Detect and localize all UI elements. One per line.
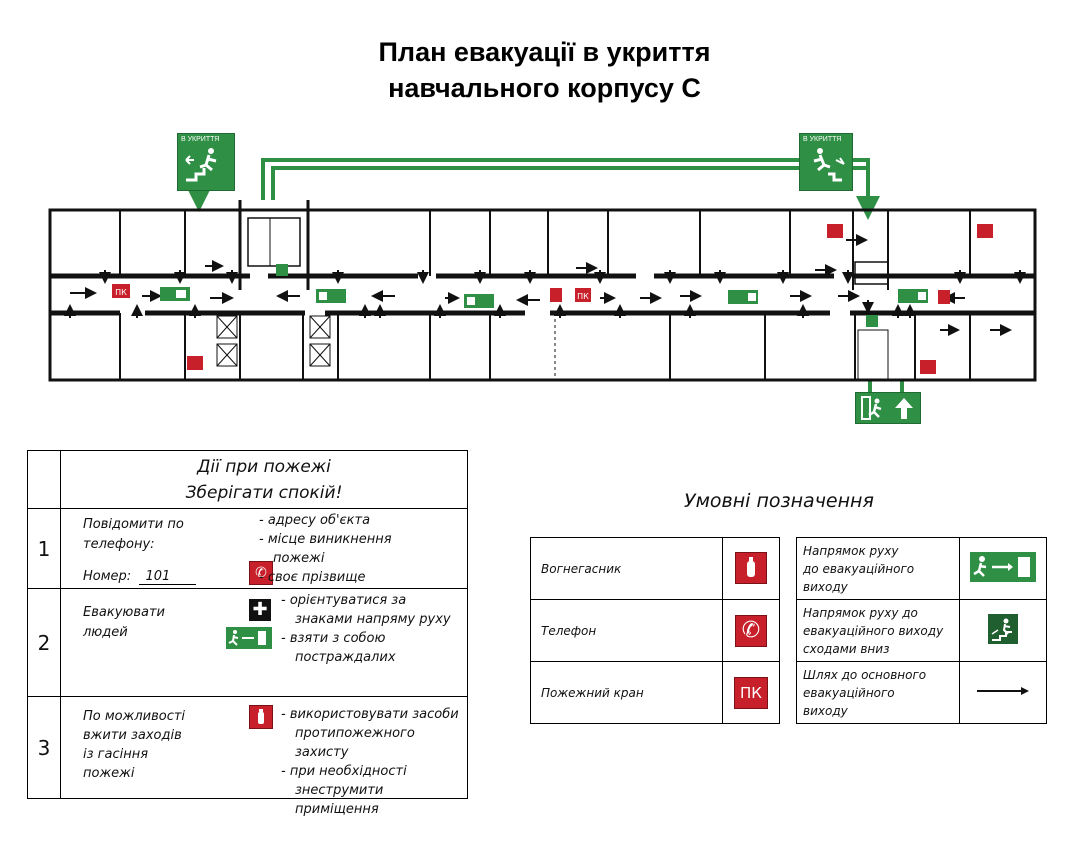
row-details: - адресу об'єкта - місце виникнення поже… (259, 513, 392, 585)
arrow-right-icon (977, 687, 1029, 695)
actions-header-line2: Зберігати спокій! (185, 482, 343, 503)
legend-left-table: Вогнегасник Телефон ✆ Пожежний кран ПК (530, 537, 780, 724)
legend-item: Вогнегасник (530, 537, 780, 600)
main-exit-sign (855, 392, 921, 424)
running-man-stairs-icon (813, 148, 845, 182)
row-action: Евакуювати людей (83, 605, 165, 640)
telephone-icon: ✆ (249, 561, 273, 585)
shelter-sign-label: В УКРИТТЯ (803, 136, 842, 143)
plan-exit-signs (160, 264, 928, 327)
row-action: По можливості вжити заходів із гасіння п… (83, 709, 186, 781)
actions-header: Дії при пожежі Зберігати спокій! (60, 450, 468, 509)
legend-item: Напрямок руху до евакуаційного виходу (796, 537, 1047, 600)
table-row: 2 Евакуювати людей ✚ - орієнтуватися за … (27, 588, 468, 697)
running-man-stairs-icon (185, 148, 217, 182)
running-man-exit-icon (226, 627, 272, 649)
hydrant-icon: ПК (734, 676, 768, 709)
table-row: 1 Повідомити по телефону: Номер: 101 ✆ -… (27, 508, 468, 589)
arrow-up-icon (895, 398, 913, 419)
table-row: 3 По можливості вжити заходів із гасіння… (27, 696, 468, 817)
legend-item: Телефон ✆ (530, 599, 780, 662)
legend-item: Пожежний кран ПК (530, 661, 780, 724)
running-man-exit-icon (970, 552, 1036, 582)
shelter-sign-right: В УКРИТТЯ (799, 133, 853, 191)
row-action: Повідомити по телефону: (83, 517, 184, 552)
running-man-exit-icon (861, 396, 882, 420)
stairs-down-icon (988, 614, 1018, 644)
plan-fire-equipment: ПК ПК (112, 224, 993, 374)
row-number: 1 (27, 508, 61, 589)
extinguisher-icon (249, 705, 273, 729)
row-details: - використовувати засоби протипожежного … (281, 707, 459, 817)
floor-plan: ПК ПК (48, 158, 1037, 393)
evacuation-arrows (64, 234, 1026, 336)
row-details: - орієнтуватися за знаками напряму руху … (281, 593, 451, 665)
shelter-sign-label: В УКРИТТЯ (181, 136, 220, 143)
shelter-sign-left: В УКРИТТЯ (177, 133, 235, 191)
svg-text:ПК: ПК (115, 288, 127, 297)
extinguisher-icon (735, 551, 767, 584)
page-title-line1: План евакуації в укриття (378, 37, 711, 67)
shelter-route (187, 158, 904, 393)
legend-right-table: Напрямок руху до евакуаційного виходу На… (796, 537, 1047, 724)
legend-title: Умовні позначення (684, 490, 874, 512)
legend-item: Шлях до основного евакуаційного виходу (796, 661, 1047, 724)
fire-actions-table: Дії при пожежі Зберігати спокій! 1 Повід… (27, 450, 468, 817)
row-number: 2 (27, 588, 61, 697)
first-aid-cross-icon: ✚ (249, 599, 271, 621)
legend-item: Напрямок руху до евакуаційного виходу сх… (796, 599, 1047, 662)
phone-number: Номер: 101 (83, 569, 197, 585)
svg-text:ПК: ПК (577, 292, 589, 301)
actions-header-line1: Дії при пожежі (197, 456, 331, 477)
building-walls (48, 200, 1037, 382)
telephone-icon: ✆ (735, 614, 767, 647)
page-title-line2: навчального корпусу С (388, 73, 701, 103)
row-number: 3 (27, 696, 61, 799)
